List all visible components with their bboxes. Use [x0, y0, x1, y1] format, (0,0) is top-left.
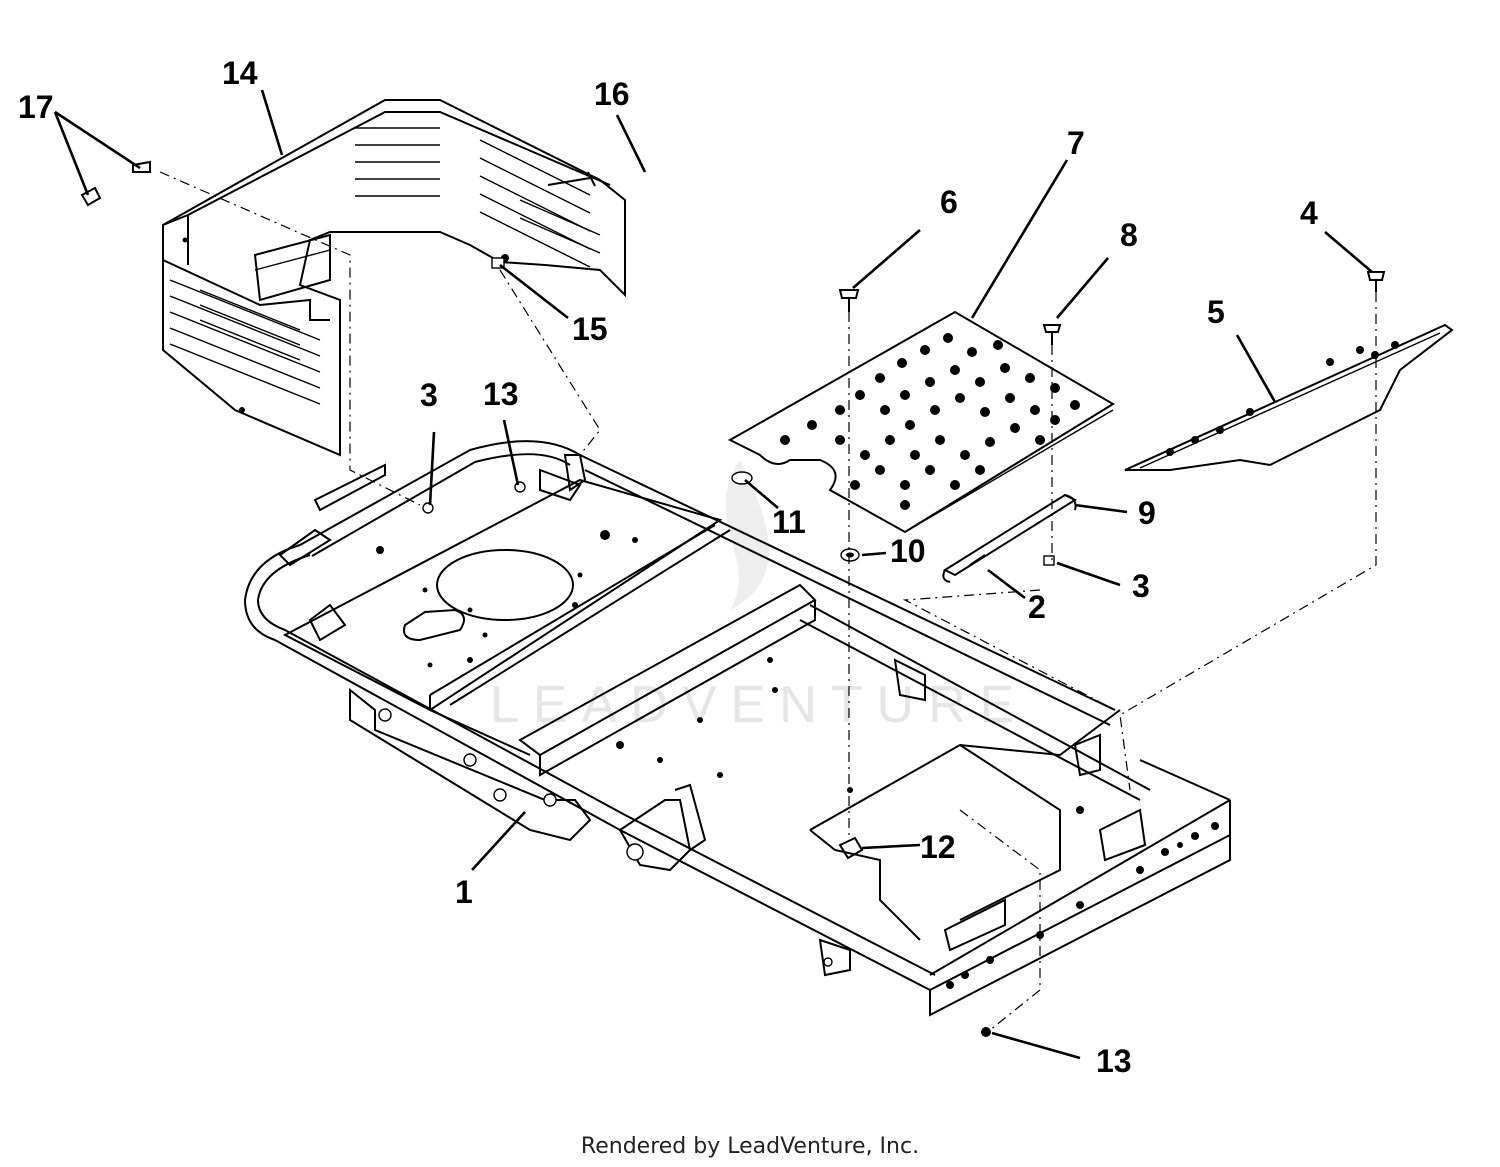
callout-13-top: 13: [483, 376, 519, 412]
callout-8: 8: [1120, 217, 1138, 253]
callout-labels: 17 14 16 15 3 13 6 7 8 4 5 9 3 2 10 11 1…: [18, 55, 1318, 1079]
callout-5: 5: [1207, 294, 1225, 330]
callout-7: 7: [1067, 125, 1085, 161]
callout-15: 15: [572, 311, 608, 347]
callout-17: 17: [18, 89, 54, 125]
callout-10: 10: [890, 533, 926, 569]
callout-3-left: 3: [420, 377, 438, 413]
hardware-parts: [80, 160, 1386, 1037]
callout-14: 14: [222, 55, 258, 91]
watermark-text: LEADVENTURE: [490, 676, 1028, 734]
assembly-lines: [159, 171, 1377, 1031]
callout-11: 11: [772, 504, 806, 540]
callout-2: 2: [1028, 589, 1046, 625]
callout-6: 6: [940, 184, 958, 220]
callout-9: 9: [1138, 495, 1156, 531]
part-7-foot-plate: [727, 310, 1115, 534]
part-9-bracket: [942, 493, 1078, 583]
callout-4: 4: [1300, 195, 1318, 231]
callout-1: 1: [455, 874, 473, 910]
part-14-shroud: [162, 99, 626, 457]
part-1-frame: [243, 440, 1231, 1017]
footer-credit: Rendered by LeadVenture, Inc.: [581, 1134, 919, 1159]
callout-13-bottom: 13: [1096, 1043, 1132, 1079]
leader-lines: [53, 89, 1373, 1060]
callout-12: 12: [920, 829, 956, 865]
callout-16: 16: [594, 76, 630, 112]
part-5-trim-bar: [1124, 323, 1454, 471]
callout-3-right: 3: [1132, 568, 1150, 604]
